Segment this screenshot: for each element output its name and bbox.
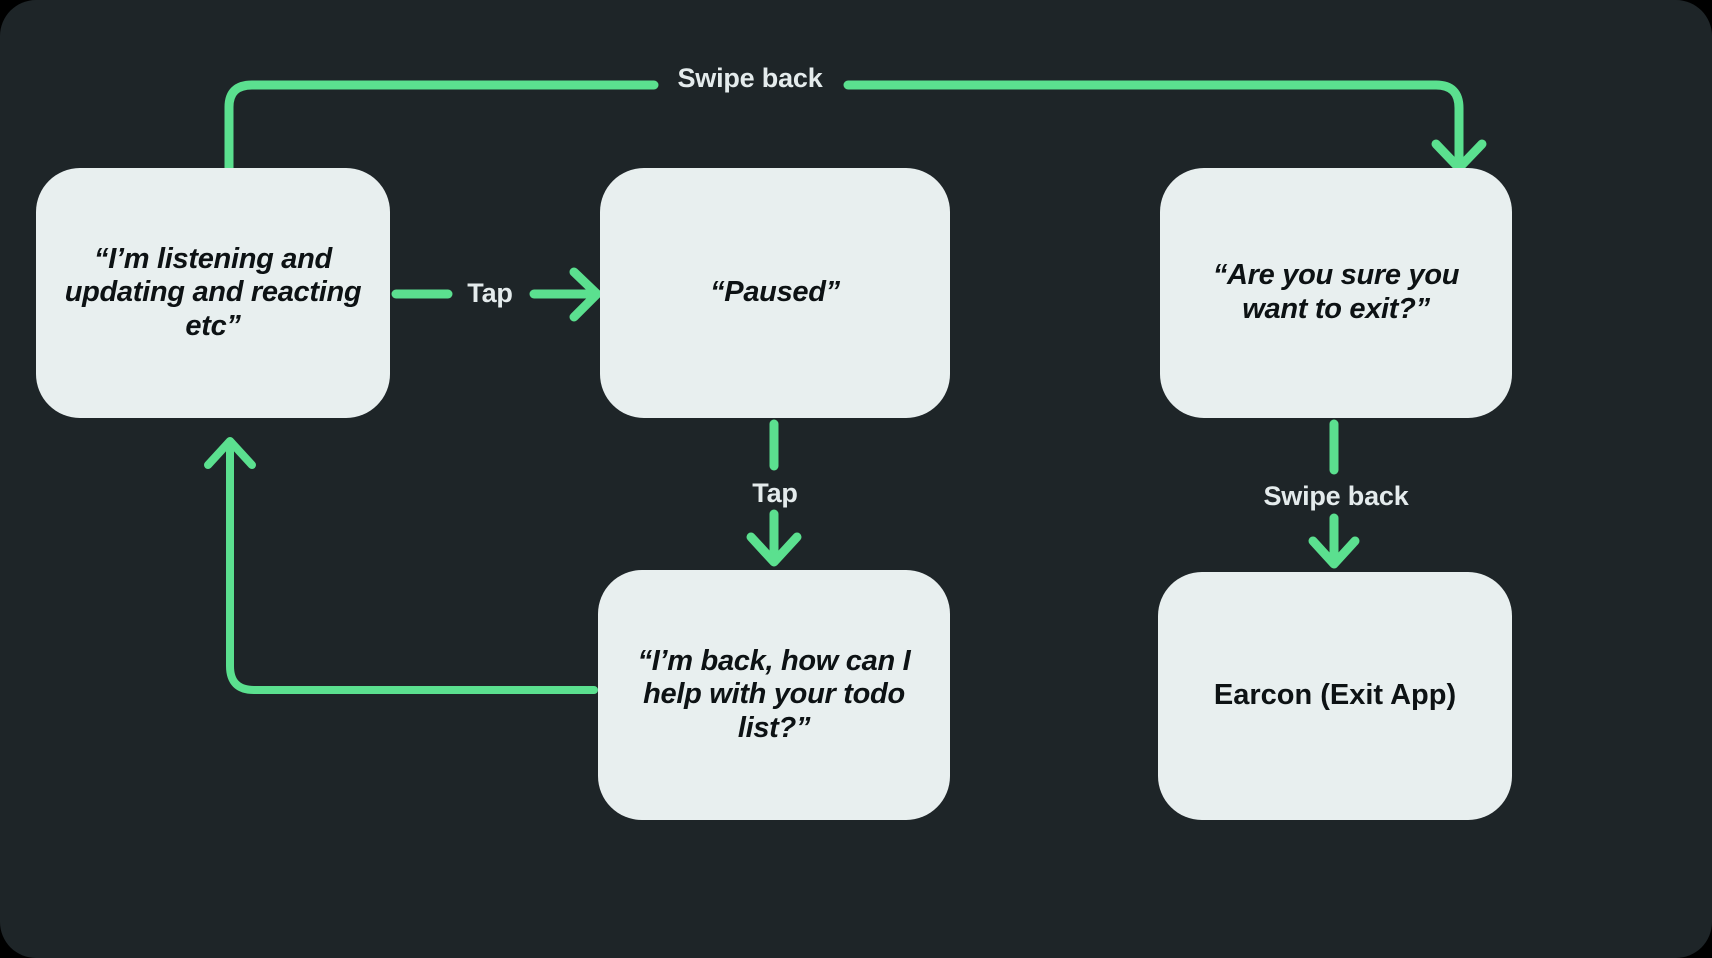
edge-listening-to-exit [224, 80, 1487, 177]
node-earcon-exit-app[interactable]: Earcon (Exit App) [1158, 572, 1512, 820]
node-listening[interactable]: “I’m listening and updating and reacting… [36, 168, 390, 418]
node-back-label: “I’m back, how can I help with your todo… [637, 644, 911, 744]
node-exit-confirm-label: “Are you sure you want to exit?” [1212, 259, 1460, 325]
node-exit-confirm[interactable]: “Are you sure you want to exit?” [1160, 168, 1512, 418]
edge-label-swipe-back-top: Swipe back [677, 63, 823, 93]
edge-back-to-listening [204, 437, 598, 694]
edge-label-tap-paused-to-back: Tap [752, 478, 798, 508]
node-paused-label: “Paused” [710, 276, 840, 309]
node-back[interactable]: “I’m back, how can I help with your todo… [598, 570, 950, 820]
node-paused[interactable]: “Paused” [600, 168, 950, 418]
edge-label-tap-listening-to-paused: Tap [467, 278, 513, 308]
edge-label-swipe-back-exit-to-earcon: Swipe back [1263, 481, 1409, 511]
node-listening-label: “I’m listening and updating and reacting… [64, 242, 362, 342]
node-earcon-exit-app-label: Earcon (Exit App) [1213, 679, 1457, 712]
